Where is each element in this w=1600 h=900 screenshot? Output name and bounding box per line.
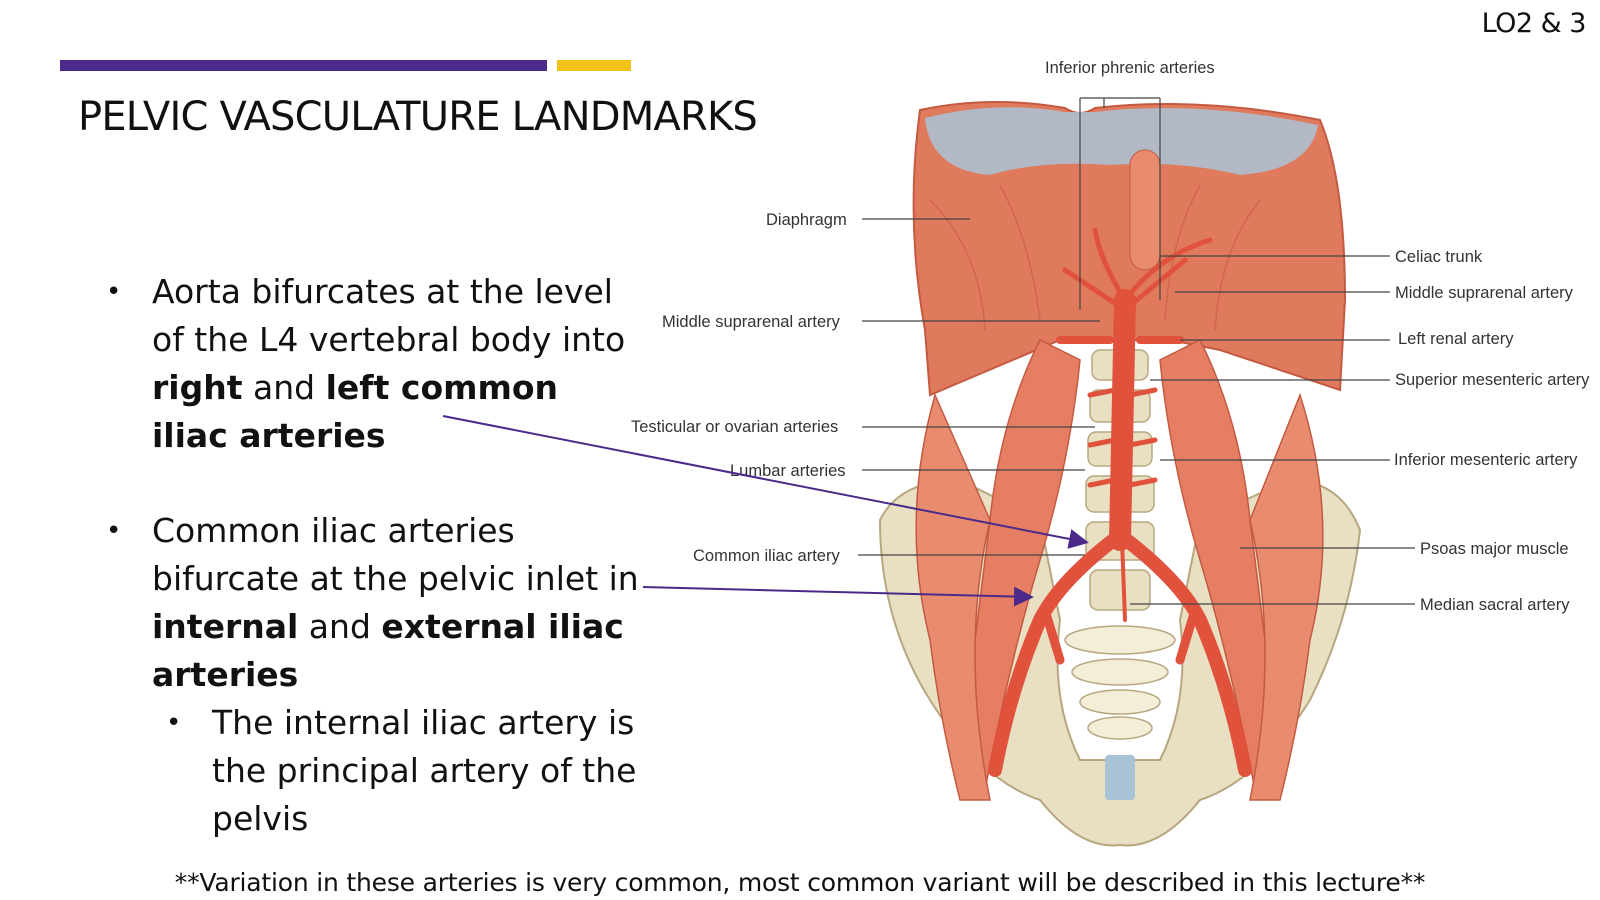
bullet-aorta-text: Aorta bifurcates at the level of the L4 … — [152, 272, 626, 359]
slide-code: LO2 & 3 — [1481, 8, 1587, 39]
bullet-common-iliac: • Common iliac arteries bifurcate at the… — [100, 507, 640, 699]
accent-bar-purple — [60, 60, 547, 71]
bullet-list: • Aorta bifurcates at the level of the L… — [100, 268, 640, 843]
label-middle-suprarenal-right: Middle suprarenal artery — [1395, 284, 1574, 302]
bullet-internal-iliac-text: The internal iliac artery is the princip… — [212, 703, 637, 838]
aorta-illustration — [988, 227, 1252, 777]
bullet-aorta-bold-left: left common iliac arteries — [152, 368, 559, 455]
label-inferior-phrenic: Inferior phrenic arteries — [1045, 59, 1215, 77]
accent-bar-gold — [557, 60, 631, 71]
label-psoas: Psoas major muscle — [1420, 540, 1569, 558]
bullet-dot: • — [166, 708, 182, 738]
label-lumbar: Lumbar arteries — [730, 462, 846, 480]
label-left-renal: Left renal artery — [1398, 330, 1514, 348]
label-diaphragm: Diaphragm — [766, 211, 847, 229]
bullet-common-iliac-text: Common iliac arteries bifurcate at the p… — [152, 511, 639, 598]
label-superior-mesenteric: Superior mesenteric artery — [1395, 371, 1590, 389]
bullet-dot: • — [106, 277, 122, 307]
label-inferior-mesenteric: Inferior mesenteric artery — [1394, 451, 1578, 469]
diaphragm-illustration — [912, 100, 1347, 397]
bullet-internal-iliac: • The internal iliac artery is the princ… — [160, 699, 640, 843]
label-middle-suprarenal-left: Middle suprarenal artery — [662, 313, 841, 331]
bullet-aorta: • Aorta bifurcates at the level of the L… — [100, 268, 640, 460]
bullet-dot: • — [106, 516, 122, 546]
label-leader-lines — [858, 97, 1415, 605]
bullet-common-iliac-bold-internal: internal — [152, 607, 299, 646]
label-celiac: Celiac trunk — [1395, 248, 1483, 266]
annotation-arrow-bifurcation — [442, 415, 1089, 549]
label-testicular: Testicular or ovarian arteries — [631, 418, 838, 436]
bullet-common-iliac-bold-external: external iliac arteries — [152, 607, 624, 694]
label-common-iliac: Common iliac artery — [693, 547, 840, 565]
bullet-aorta-and: and — [242, 368, 326, 407]
label-median-sacral: Median sacral artery — [1420, 596, 1570, 614]
bullet-common-iliac-and: and — [298, 607, 382, 646]
psoas-muscle-illustration — [915, 338, 1324, 801]
slide-title: PELVIC VASCULATURE LANDMARKS — [78, 94, 758, 140]
footer-note: **Variation in these arteries is very co… — [174, 868, 1426, 897]
annotation-arrow-pelvic-inlet — [642, 586, 1034, 607]
bullet-aorta-bold-right: right — [152, 368, 243, 407]
